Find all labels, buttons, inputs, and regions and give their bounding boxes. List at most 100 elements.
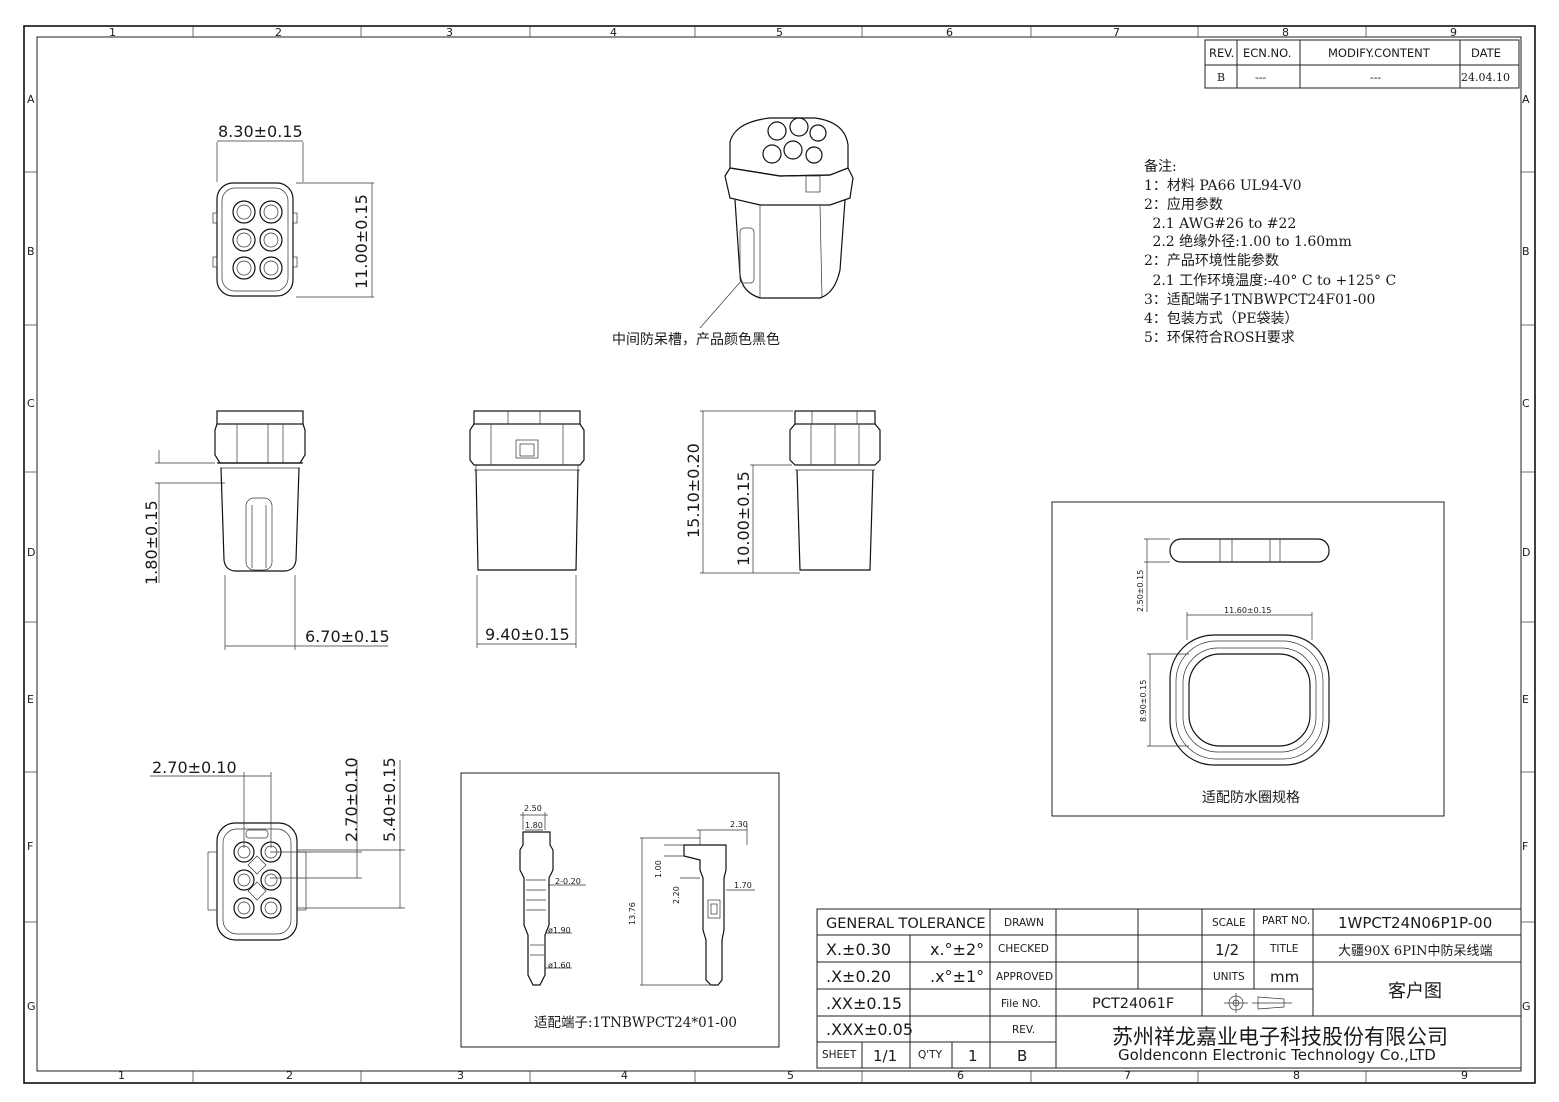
- revision-table: REV. ECN.NO. MODIFY.CONTENT DATE B --- -…: [1204, 39, 1520, 89]
- dim-side-1-80: 1.80±0.15: [142, 500, 161, 585]
- zone-row-left-g: G: [27, 1000, 36, 1013]
- pin-hole-icon: [259, 256, 283, 280]
- tb-qty: 1: [968, 1047, 978, 1065]
- side-view: 1.80±0.15 6.70±0.15: [142, 410, 390, 650]
- tb-title: 大疆90X 6PIN中防呆线端: [1338, 943, 1492, 959]
- seal-dim-8-90: 8.90±0.15: [1139, 680, 1148, 722]
- dim-bottom-2-70-w: 2.70±0.10: [152, 758, 237, 777]
- zone-col-top-9: 9: [1450, 26, 1457, 39]
- note-line-2: 2：应用参数: [1144, 196, 1223, 213]
- term-dim-160: ø1.60: [548, 961, 571, 970]
- dim-front-9-40: 9.40±0.15: [485, 625, 570, 644]
- zone-col-bot-7: 7: [1124, 1069, 1131, 1082]
- dim-right-10-00: 10.00±0.15: [734, 471, 753, 566]
- sheet-border: [23, 25, 1536, 1084]
- zone-col-bot-5: 5: [787, 1069, 794, 1082]
- dim-bottom-2-70-h: 2.70±0.10: [342, 757, 361, 842]
- zone-col-top-5: 5: [776, 26, 783, 39]
- right-view: 15.10±0.20 10.00±0.15: [684, 410, 881, 574]
- term-dim-2-020: 2-0.20: [555, 877, 581, 886]
- iso-note: 中间防呆槽，产品颜色黑色: [612, 331, 780, 348]
- note-line-7: 3：适配端子1TNBWPCT24F01-00: [1144, 292, 1375, 308]
- note-line-8: 4：包装方式（PE袋装）: [1144, 311, 1299, 327]
- zone-col-top-7: 7: [1113, 26, 1120, 39]
- zone-row-left-c: C: [27, 397, 35, 410]
- dim-bottom-5-40: 5.40±0.15: [380, 757, 399, 842]
- zone-row-left-f: F: [27, 840, 33, 853]
- tb-tol-xxx: .XX±0.15: [826, 994, 902, 1013]
- term-dim-220: 2.20: [672, 886, 681, 904]
- tb-part-no: 1WPCT24N06P1P-00: [1338, 914, 1492, 932]
- zone-row-right-a: A: [1522, 93, 1530, 106]
- zone-col-top-1: 1: [109, 26, 116, 39]
- tb-title-label: TITLE: [1269, 943, 1298, 955]
- pin-hole-icon: [232, 256, 256, 280]
- title-block: GENERAL TOLERANCE X.±0.30 .X±0.20 .XX±0.…: [816, 908, 1522, 1069]
- term-dim-170: 1.70: [734, 881, 752, 890]
- tb-sheet-label: SHEET: [822, 1049, 857, 1061]
- pin-hole-icon: [232, 228, 256, 252]
- rev-cell-rev: B: [1217, 71, 1225, 84]
- zone-row-right-d: D: [1522, 546, 1530, 559]
- zone-row-right-c: C: [1522, 397, 1530, 410]
- tb-drawn-label: DRAWN: [1004, 917, 1044, 929]
- zone-col-top-4: 4: [610, 26, 617, 39]
- dim-top-height: 11.00±0.15: [352, 194, 371, 289]
- tb-company-cn: 苏州祥龙嘉业电子科技股份有限公司: [1112, 1025, 1448, 1049]
- top-view: 8.30±0.15 11.00±0.15: [212, 122, 374, 298]
- term-dim-230: 2.30: [730, 820, 748, 829]
- term-dim-1-80: 1.80: [525, 821, 543, 830]
- term-dim-1376: 13.76: [628, 902, 637, 925]
- tb-scale: 1/2: [1215, 941, 1239, 959]
- pin-hole-icon: [233, 869, 255, 891]
- term-dim-2-50: 2.50: [524, 804, 542, 813]
- note-line-1: 1：材料 PA66 UL94-V0: [1144, 178, 1302, 194]
- rev-header-date: DATE: [1471, 46, 1501, 60]
- tb-tol-xx: .X±0.20: [826, 967, 891, 986]
- notes-block: 备注: 1：材料 PA66 UL94-V0 2：应用参数 2.1 AWG#26 …: [1144, 158, 1396, 346]
- note-line-9: 5：环保符合ROSH要求: [1144, 330, 1295, 346]
- rev-cell-date: 24.04.10: [1461, 71, 1510, 84]
- zone-col-bot-8: 8: [1293, 1069, 1300, 1082]
- seal-dim-11-60: 11.60±0.15: [1224, 606, 1271, 615]
- tb-rev-label: REV.: [1012, 1024, 1035, 1036]
- tb-company-en: Goldenconn Electronic Technology Co.,LTD: [1118, 1046, 1436, 1064]
- tb-file-no: PCT24061F: [1092, 996, 1174, 1012]
- terminal-label: 适配端子:1TNBWPCT24*01-00: [534, 1015, 737, 1031]
- zone-row-right-g: G: [1522, 1000, 1531, 1013]
- zone-col-top-3: 3: [446, 26, 453, 39]
- note-line-3: 2.1 AWG#26 to #22: [1148, 216, 1296, 232]
- zone-row-right-e: E: [1522, 693, 1529, 706]
- rev-header-rev: REV.: [1209, 46, 1234, 60]
- tb-rev: B: [1017, 1047, 1027, 1065]
- zone-col-top-6: 6: [946, 26, 953, 39]
- rev-header-modify: MODIFY.CONTENT: [1328, 46, 1431, 60]
- zone-labels: 1 2 3 4 5 6 7 8 9 1 2 3 4 5 6 7 8 9 A B …: [27, 26, 1531, 1082]
- zone-col-top-8: 8: [1282, 26, 1289, 39]
- projection-symbol-icon: [1224, 993, 1292, 1013]
- zone-col-bot-4: 4: [621, 1069, 628, 1082]
- zone-row-right-f: F: [1522, 840, 1528, 853]
- rev-cell-ecn: ---: [1255, 71, 1266, 84]
- tb-file-no-label: File NO.: [1001, 998, 1041, 1010]
- note-line-4: 2.2 绝缘外径:1.00 to 1.60mm: [1148, 234, 1352, 250]
- tb-sheet: 1/1: [873, 1047, 897, 1065]
- front-view: 9.40±0.15: [469, 410, 585, 648]
- pin-hole-icon: [260, 869, 282, 891]
- dim-top-width: 8.30±0.15: [218, 122, 303, 141]
- zone-row-right-b: B: [1522, 245, 1530, 258]
- zone-row-left-d: D: [27, 546, 35, 559]
- note-line-6: 2.1 工作环境温度:-40° C to +125° C: [1148, 273, 1396, 289]
- pin-hole-icon: [260, 897, 282, 919]
- tb-units-label: UNITS: [1213, 971, 1245, 983]
- tb-tol-x: X.±0.30: [826, 940, 891, 959]
- tb-ang-1: x.°±2°: [930, 940, 984, 959]
- seal-dim-2-50: 2.50±0.15: [1136, 570, 1145, 612]
- terminal-detail: 2.50 1.80 2-0.20 ø1.90 ø1.60 2.30 13.76 …: [460, 772, 780, 1048]
- bottom-view: 2.70±0.10 2.70±0.10 5.40±0.15: [150, 757, 405, 941]
- tb-checked-label: CHECKED: [998, 943, 1049, 955]
- pin-hole-icon: [259, 228, 283, 252]
- zone-col-bot-9: 9: [1461, 1069, 1468, 1082]
- tb-units: mm: [1270, 968, 1299, 986]
